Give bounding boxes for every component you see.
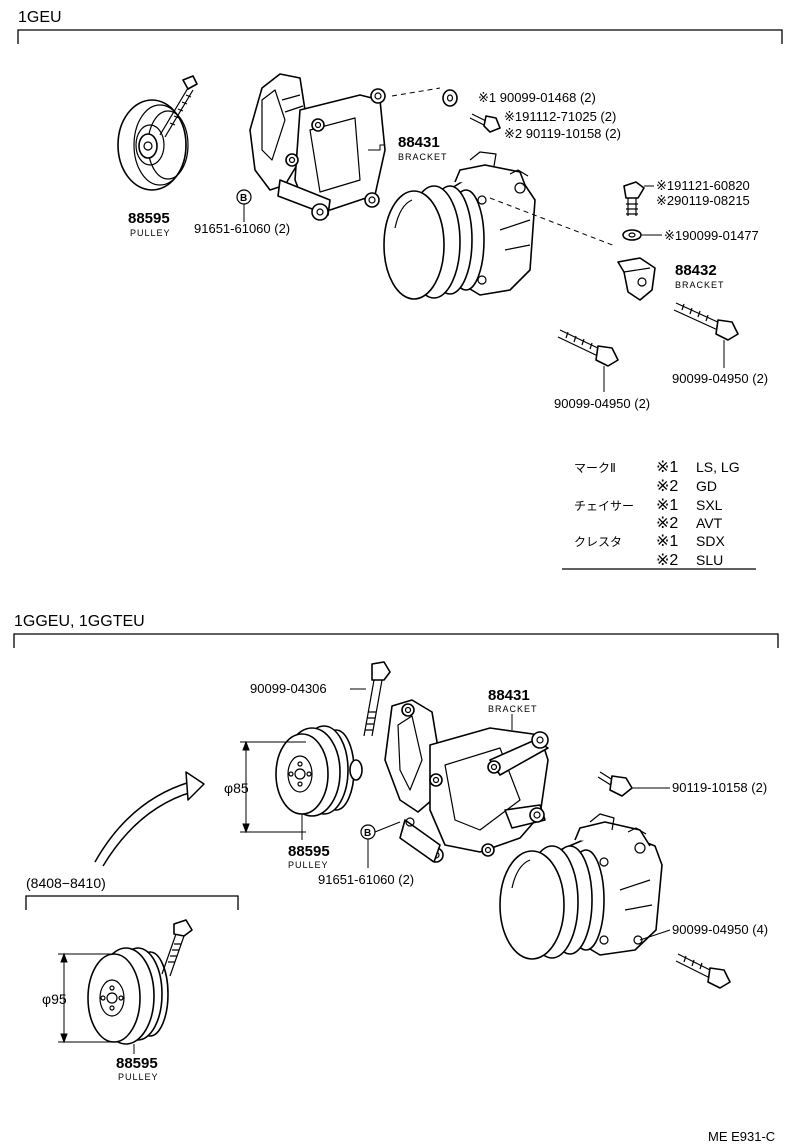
leader-b-bracket — [374, 821, 401, 833]
label-90119-10158-bottom: 90119-10158 (2) — [672, 780, 767, 795]
legend-grade-2: GD — [696, 478, 717, 494]
b-marker-top-letter: B — [240, 193, 247, 204]
dimension-85-label: φ85 — [224, 780, 249, 796]
bracket-88431-top-name: BRACKET — [398, 152, 448, 162]
b-marker-bottom-letter: B — [364, 828, 371, 839]
washer-01477 — [622, 229, 642, 241]
label-90099-01468: ※1 90099-01468 (2) — [478, 90, 596, 105]
washer-01468 — [442, 89, 458, 107]
bracket-88432 — [617, 257, 656, 301]
bracket-88431-bottom-name: BRACKET — [488, 704, 538, 714]
legend-mark-2: ※2 — [656, 478, 678, 495]
bolt-10158-bottom — [597, 771, 633, 797]
pulley-bottom-name: PULLEY — [288, 860, 329, 870]
pulley-inset — [87, 947, 169, 1045]
curved-arrow — [94, 771, 205, 867]
bolt-71025 — [469, 113, 501, 133]
inset-title: (8408−8410) — [26, 875, 106, 891]
label-90099-04950-bottom: 90099-04950 (4) — [672, 922, 768, 937]
pulley-top-number: 88595 — [128, 210, 170, 227]
compressor-bottom — [499, 813, 663, 960]
label-90099-04950-top-left: 90099-04950 (2) — [554, 396, 650, 411]
dash-line-washer — [391, 87, 441, 97]
label-91651-61060-bottom: 91651-61060 (2) — [318, 872, 414, 887]
legend-mark-4: ※2 — [656, 515, 678, 532]
bolt-04950-top-left — [557, 329, 619, 367]
pulley-inset-number: 88595 — [116, 1055, 158, 1072]
legend-grade-3: SXL — [696, 497, 723, 513]
compressor-top — [383, 151, 536, 300]
label-90119-08215: ※290119-08215 — [656, 193, 750, 208]
legend-mark-6: ※2 — [656, 552, 678, 569]
pulley-bottom — [275, 725, 363, 817]
bracket-88431-top — [249, 73, 386, 221]
pulley-top — [117, 99, 189, 191]
label-90099-04950-top-right: 90099-04950 (2) — [672, 371, 768, 386]
pulley-inset-name: PULLEY — [118, 1072, 159, 1082]
legend-mark-3: ※1 — [656, 497, 678, 514]
legend-model-5: クレスタ — [574, 535, 622, 549]
dash-line-compressor — [489, 197, 616, 247]
leader-04950-bottom — [639, 929, 671, 941]
legend-grade-1: LS, LG — [696, 459, 740, 475]
label-91121-60820: ※191121-60820 — [656, 178, 750, 193]
legend-grade-6: SLU — [696, 552, 723, 568]
section-title-1ggeu: 1GGEU, 1GGTEU — [14, 613, 145, 630]
inset-bracket — [25, 895, 239, 910]
section-bracket-bottom — [13, 633, 779, 648]
bolt-04950-top-right — [673, 302, 739, 341]
bracket-88431-bottom-number: 88431 — [488, 687, 530, 704]
pulley-bolt-top — [159, 75, 198, 138]
pulley-bottom-number: 88595 — [288, 843, 330, 860]
bolt-04950-bottom — [675, 953, 731, 989]
legend-model-1: マークⅡ — [574, 461, 616, 475]
label-91112-71025: ※191112-71025 (2) — [504, 109, 616, 124]
bolt-04306 — [363, 661, 391, 737]
label-90099-04306: 90099-04306 — [250, 681, 327, 696]
legend-grade-5: SDX — [696, 533, 725, 549]
dimension-95-label: φ95 — [42, 991, 67, 1007]
label-91651-61060-top: 91651-61060 (2) — [194, 221, 290, 236]
label-90099-01477: ※190099-01477 — [664, 228, 759, 243]
legend-model-3: チェイサー — [574, 499, 634, 513]
bracket-88432-name: BRACKET — [675, 280, 725, 290]
dimension-85 — [240, 740, 306, 834]
bracket-88431-bottom — [384, 699, 549, 863]
section-bracket-top — [17, 29, 783, 44]
bolt-60820 — [623, 181, 645, 216]
bracket-88431-top-number: 88431 — [398, 134, 440, 151]
legend-grade-4: AVT — [696, 515, 723, 531]
legend-mark-5: ※1 — [656, 533, 678, 550]
pulley-bolt-inset — [161, 919, 193, 977]
leader-88431-top — [368, 144, 385, 151]
dimension-95 — [58, 952, 114, 1044]
legend-mark-1: ※1 — [656, 459, 678, 476]
bracket-88432-number: 88432 — [675, 262, 717, 279]
section-title-1geu: 1GEU — [18, 9, 62, 26]
model-legend: マークⅡ ※1 LS, LG ※2 GD チェイサー ※1 SXL ※2 AVT… — [562, 459, 756, 570]
diagram-code: ME E931-C — [708, 1129, 775, 1144]
label-90119-10158-top: ※2 90119-10158 (2) — [504, 126, 621, 141]
pulley-top-name: PULLEY — [130, 228, 171, 238]
